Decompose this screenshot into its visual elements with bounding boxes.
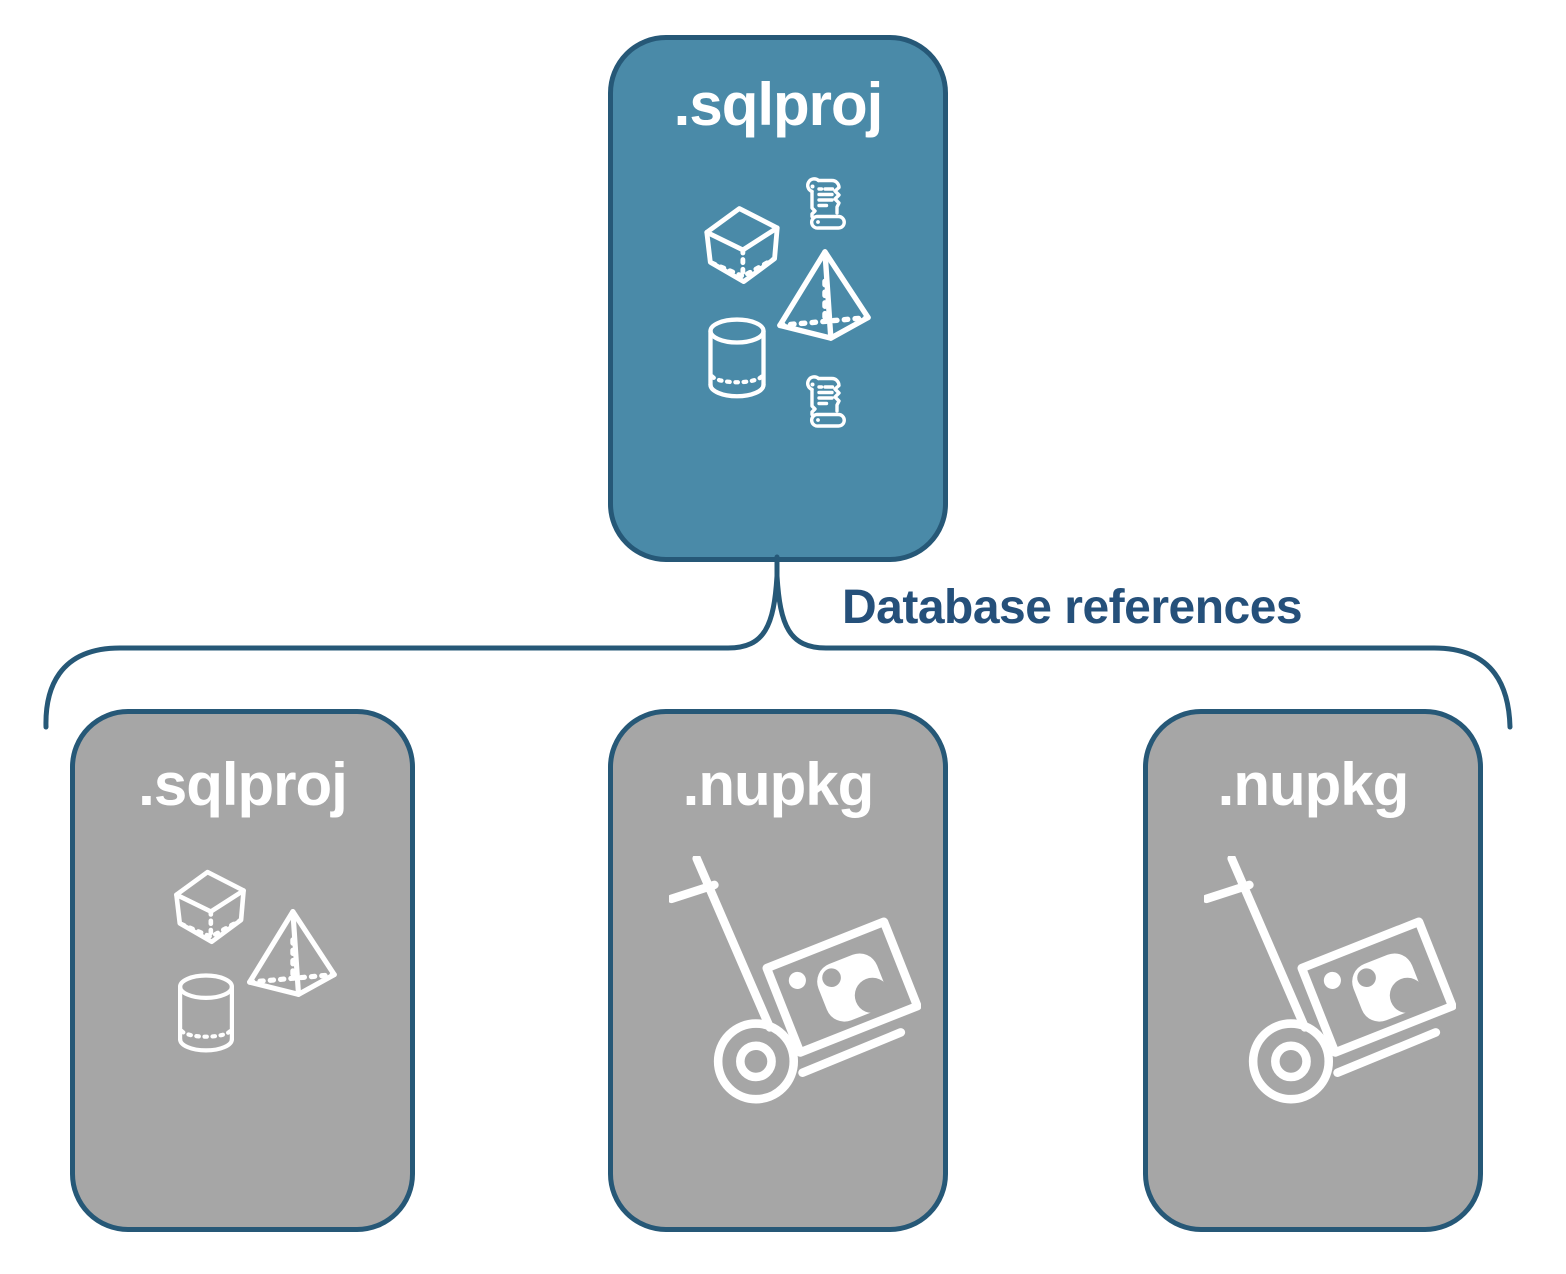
- hand-truck-package-icon: [1204, 856, 1456, 1104]
- cylinder-icon: [708, 317, 766, 399]
- pyramid-icon: [777, 249, 871, 341]
- node-nupkg-child: .nupkg: [608, 709, 948, 1232]
- node-label: .nupkg: [1217, 751, 1410, 818]
- script-scroll-icon: [806, 177, 846, 230]
- node-sqlproj-child: .sqlproj: [70, 709, 415, 1232]
- cube-icon: [704, 206, 780, 285]
- node-label: .nupkg: [682, 751, 875, 818]
- node-label: .sqlproj: [673, 71, 884, 138]
- node-label: .sqlproj: [138, 751, 348, 818]
- script-scroll-icon: [806, 375, 846, 428]
- cylinder-icon: [178, 973, 234, 1053]
- pyramid-icon: [247, 909, 337, 997]
- hand-truck-package-icon: [669, 856, 921, 1104]
- node-sqlproj-root: .sqlproj: [608, 35, 948, 562]
- cube-icon: [174, 869, 246, 945]
- node-nupkg-child: .nupkg: [1143, 709, 1483, 1232]
- edge-label-database-references: Database references: [842, 581, 1303, 634]
